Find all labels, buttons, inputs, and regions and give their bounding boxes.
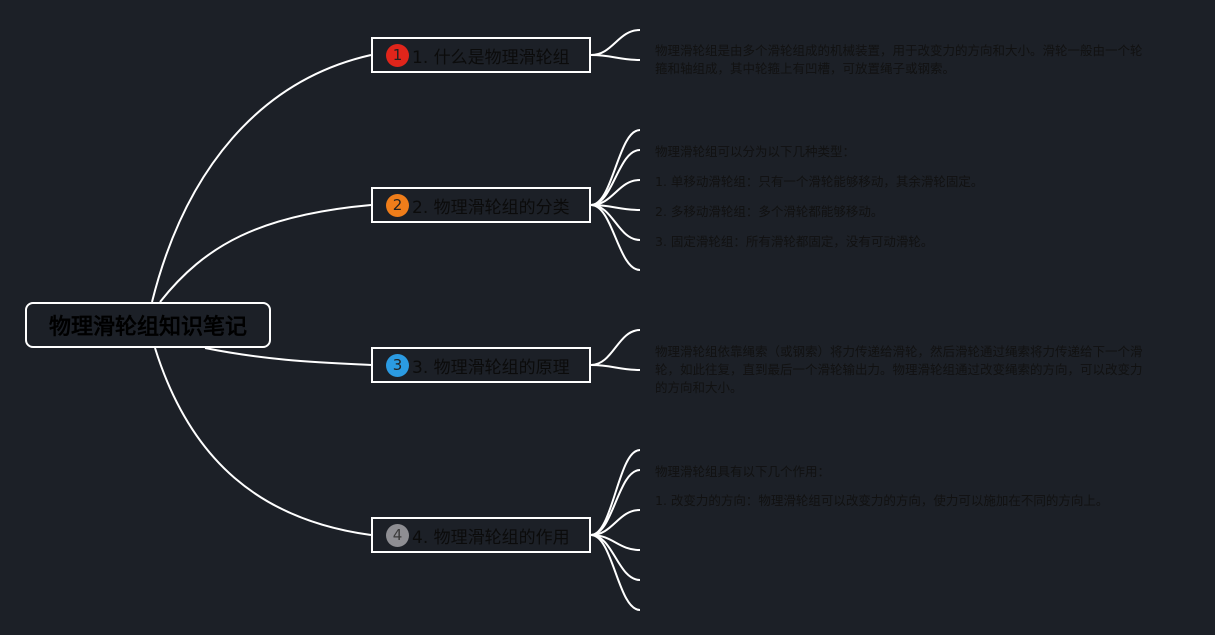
- topic-title-4: 4. 物理滑轮组的作用: [412, 527, 570, 548]
- fan-connector-1-1: [590, 29, 641, 56]
- topic-node-4[interactable]: 4 4. 物理滑轮组的作用: [371, 517, 591, 553]
- leaf-text-2-2: 1. 单移动滑轮组：只有一个滑轮能够移动，其余滑轮固定。: [655, 174, 984, 189]
- fan-connector-4-6: [590, 534, 641, 611]
- leaf-text-4-1: 物理滑轮组具有以下几个作用：: [655, 464, 831, 479]
- root-connector-1: [151, 54, 372, 303]
- fan-connector-4-3: [590, 509, 641, 536]
- topic-title-2: 2. 物理滑轮组的分类: [412, 197, 570, 218]
- number-badge-3: 3: [386, 353, 409, 377]
- leaf-text-1-1: 物理滑轮组是由多个滑轮组成的机械装置，用于改变力的方向和大小。滑轮一般由一个轮箍…: [655, 43, 1143, 76]
- fan-connector-3-1: [590, 329, 641, 366]
- leaf-text-2-3: 2. 多移动滑轮组：多个滑轮都能够移动。: [655, 204, 884, 219]
- root-connector-2: [159, 204, 372, 303]
- fan-connector-2-2: [590, 149, 641, 206]
- root-connector-4: [154, 347, 372, 536]
- leaf-text-3-1: 物理滑轮组依靠绳索（或钢索）将力传递给滑轮，然后滑轮通过绳索将力传递给下一个滑轮…: [655, 344, 1143, 395]
- fan-connector-1-2: [590, 54, 641, 61]
- topic-title-3: 3. 物理滑轮组的原理: [412, 357, 570, 378]
- fan-connector-4-2: [590, 469, 641, 536]
- root-connector-3: [204, 347, 372, 366]
- leaf-text-2-1: 物理滑轮组可以分为以下几种类型：: [655, 144, 856, 159]
- topic-node-1[interactable]: 1 1. 什么是物理滑轮组: [371, 37, 591, 73]
- number-badge-1: 1: [386, 43, 409, 67]
- topic-node-2[interactable]: 2 2. 物理滑轮组的分类: [371, 187, 591, 223]
- fan-connector-3-2: [590, 364, 641, 371]
- number-badge-4: 4: [386, 523, 409, 547]
- leaf-text-4-2: 1. 改变力的方向：物理滑轮组可以改变力的方向，使力可以施加在不同的方向上。: [655, 493, 1109, 508]
- topic-node-3[interactable]: 3 3. 物理滑轮组的原理: [371, 347, 591, 383]
- number-badge-2: 2: [386, 193, 409, 217]
- fan-connector-2-6: [590, 204, 641, 271]
- root-node-label: 物理滑轮组知识笔记: [48, 315, 247, 340]
- root-node[interactable]: 物理滑轮组知识笔记: [25, 302, 271, 348]
- topic-title-1: 1. 什么是物理滑轮组: [412, 47, 570, 68]
- leaf-text-2-4: 3. 固定滑轮组：所有滑轮都固定，没有可动滑轮。: [655, 234, 934, 249]
